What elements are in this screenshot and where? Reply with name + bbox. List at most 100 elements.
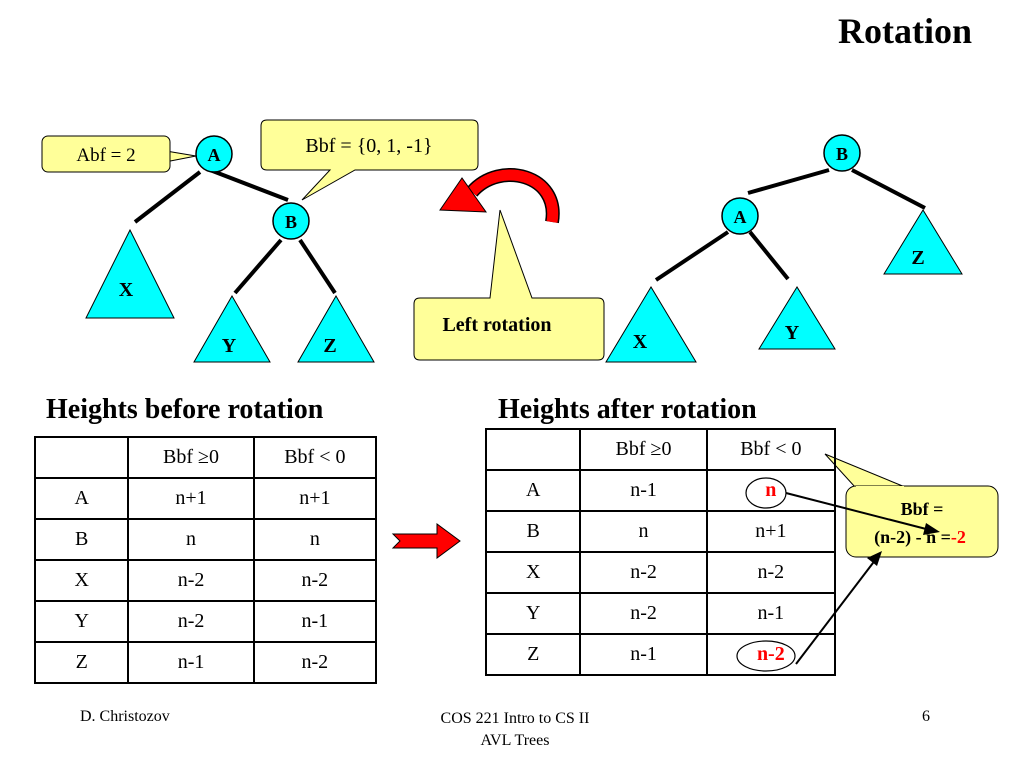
footer-course-line2: AVL Trees <box>480 732 550 749</box>
table-row: A n+1 n+1 <box>33 477 378 520</box>
edge-a-x <box>133 170 202 224</box>
table-cell: n <box>127 518 255 561</box>
left-rotation-callout-text: Left rotation <box>442 314 551 336</box>
row-label: B <box>484 510 582 553</box>
table-row: X n-2 n-2 <box>484 551 837 594</box>
table-cell: n-2 <box>127 600 255 643</box>
table-cell: n-1 <box>252 600 378 643</box>
header-cell <box>484 428 582 471</box>
bbf-callout: Bbf = {0, 1, -1} <box>260 119 479 201</box>
bbf-result-callout-box <box>845 485 999 558</box>
bbf-result-line2: (n-2) - n =-2 <box>874 527 966 548</box>
row-label: X <box>484 551 582 594</box>
node-a-before <box>195 135 233 173</box>
table-cell: n-1 <box>705 592 837 635</box>
heights-before-title: Heights before rotation <box>46 394 324 425</box>
row-label: Y <box>484 592 582 635</box>
bbf-result-line1: Bbf = <box>901 499 944 519</box>
row-label: A <box>33 477 130 520</box>
table-row: B n n <box>33 518 378 561</box>
subtree-y-after <box>758 286 836 350</box>
bbf-result-callout: Bbf = (n-2) - n =-2 <box>824 453 999 558</box>
table-row: B n n+1 <box>484 510 837 553</box>
header-cell: Bbf ≥0 <box>127 436 255 479</box>
edge-b-z <box>298 238 337 295</box>
node-a-after <box>721 197 759 235</box>
table-cell: n-2 <box>252 559 378 602</box>
abf-callout-text: Abf = 2 <box>76 145 135 166</box>
table-header-row: Bbf ≥0 Bbf < 0 <box>33 436 378 479</box>
header-cell: Bbf < 0 <box>252 436 378 479</box>
table-cell: n <box>579 510 708 553</box>
node-a-after-label: A <box>734 207 747 227</box>
footer-course-line1: COS 221 Intro to CS II <box>440 710 590 727</box>
bbf-result-callout-pointer <box>824 453 906 488</box>
table-cell: n-2 <box>127 559 255 602</box>
table-cell-highlighted: n <box>705 469 837 512</box>
table-cell: n-1 <box>579 469 708 512</box>
footer-author: D. Christozov <box>80 708 170 725</box>
row-label: A <box>484 469 582 512</box>
heights-after-title: Heights after rotation <box>498 394 757 425</box>
table-cell: n-1 <box>127 641 255 684</box>
pointer-arrow-z-head <box>867 551 882 566</box>
row-label: Y <box>33 600 130 643</box>
table-header-row: Bbf ≥0 Bbf < 0 <box>484 428 837 471</box>
footer-page-number: 6 <box>922 708 930 725</box>
edge-a-b <box>209 168 289 202</box>
header-cell: Bbf ≥0 <box>579 428 708 471</box>
table-cell: n+1 <box>252 477 378 520</box>
footer-course: COS 221 Intro to CS II AVL Trees <box>400 708 630 752</box>
table-row: Z n-1 n-2 <box>33 641 378 684</box>
subtree-z-after-label: Z <box>911 247 924 269</box>
bbf-callout-text: Bbf = {0, 1, -1} <box>305 135 432 157</box>
edge-a-x-after <box>654 230 730 282</box>
table-cell: n+1 <box>705 510 837 553</box>
table-cell: n-1 <box>579 633 708 676</box>
subtree-y-before-label: Y <box>222 335 237 357</box>
table-cell: n-2 <box>579 551 708 594</box>
subtree-x-after-label: X <box>633 331 648 353</box>
subtree-x-before <box>85 228 175 319</box>
table-row: A n-1 n <box>484 469 837 512</box>
rotation-arrow-icon <box>439 168 560 224</box>
subtree-x-after <box>605 286 697 363</box>
slide-title: Rotation <box>838 11 972 51</box>
left-rotation-callout-shape <box>413 209 605 361</box>
heights-before-table: Bbf ≥0 Bbf < 0 A n+1 n+1 B n n X n-2 n-2… <box>33 436 378 684</box>
heights-after-table: Bbf ≥0 Bbf < 0 A n-1 n B n n+1 X n-2 n-2… <box>484 428 837 676</box>
tree-after: Z X Y B A <box>605 134 963 363</box>
rotation-arrow-head <box>439 177 487 213</box>
subtree-z-after <box>883 209 963 275</box>
abf-callout-box <box>41 135 171 173</box>
bbf-result-expression: (n-2) - n = <box>874 527 951 548</box>
edge-b-z-after <box>851 168 926 210</box>
bbf-callout-shape <box>260 119 479 201</box>
row-label: Z <box>484 633 582 676</box>
table-cell: n-2 <box>579 592 708 635</box>
table-cell-highlighted: n-2 <box>705 633 837 676</box>
row-label: Z <box>33 641 130 684</box>
tree-before: X Y Z A B <box>85 135 375 363</box>
table-cell: n+1 <box>127 477 255 520</box>
node-b-before <box>272 202 310 240</box>
header-cell <box>33 436 130 479</box>
table-cell: n-2 <box>252 641 378 684</box>
node-b-before-label: B <box>285 212 297 232</box>
left-rotation-callout: Left rotation <box>413 209 605 361</box>
table-cell: n-2 <box>705 551 837 594</box>
subtree-x-before-label: X <box>119 279 134 301</box>
table-row: Z n-1 n-2 <box>484 633 837 676</box>
table-cell: n <box>252 518 378 561</box>
subtree-z-before-label: Z <box>323 335 336 357</box>
right-arrow-icon <box>391 523 461 559</box>
edge-a-y-after <box>748 230 790 281</box>
abf-callout: Abf = 2 <box>41 135 197 173</box>
pointer-arrow-a-head <box>923 523 940 535</box>
row-label: X <box>33 559 130 602</box>
table-row: Y n-2 n-1 <box>33 600 378 643</box>
right-arrow-shape <box>391 523 461 559</box>
node-b-after-label: B <box>836 144 848 164</box>
row-label: B <box>33 518 130 561</box>
